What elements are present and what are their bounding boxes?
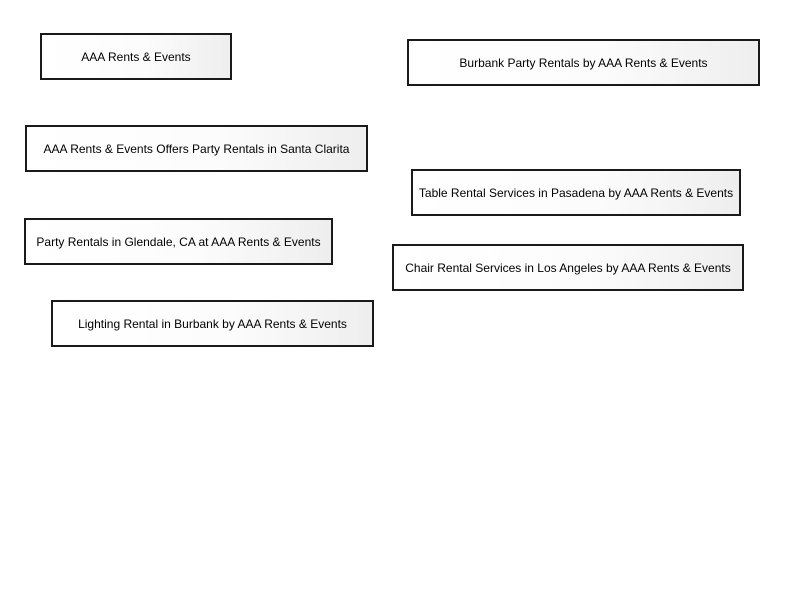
node-los-angeles-chair-rental[interactable]: Chair Rental Services in Los Angeles by … <box>392 244 744 291</box>
node-label: AAA Rents & Events <box>81 49 191 64</box>
node-label: AAA Rents & Events Offers Party Rentals … <box>43 141 350 156</box>
node-label: Table Rental Services in Pasadena by AAA… <box>418 185 734 200</box>
node-santa-clarita-party-rentals[interactable]: AAA Rents & Events Offers Party Rentals … <box>25 125 368 172</box>
node-burbank-lighting-rental[interactable]: Lighting Rental in Burbank by AAA Rents … <box>51 300 374 347</box>
node-glendale-party-rentals[interactable]: Party Rentals in Glendale, CA at AAA Ren… <box>24 218 333 265</box>
node-label: Burbank Party Rentals by AAA Rents & Eve… <box>459 55 708 70</box>
node-burbank-party-rentals[interactable]: Burbank Party Rentals by AAA Rents & Eve… <box>407 39 760 86</box>
node-label: Party Rentals in Glendale, CA at AAA Ren… <box>36 234 321 249</box>
node-label: Lighting Rental in Burbank by AAA Rents … <box>78 316 347 331</box>
node-aaa-rents-events[interactable]: AAA Rents & Events <box>40 33 232 80</box>
node-label: Chair Rental Services in Los Angeles by … <box>405 260 731 275</box>
node-pasadena-table-rental[interactable]: Table Rental Services in Pasadena by AAA… <box>411 169 741 216</box>
